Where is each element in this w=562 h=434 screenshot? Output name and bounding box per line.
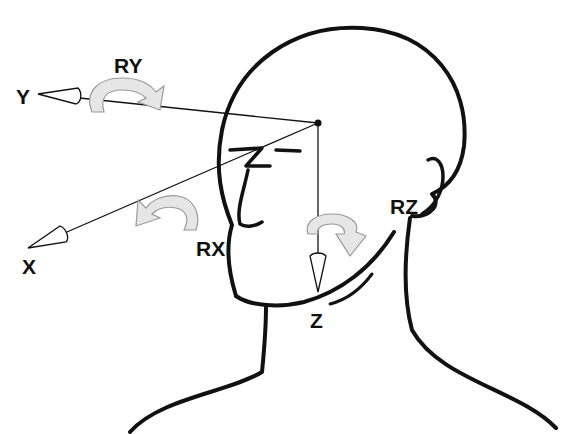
rz-rotation-arrow (307, 214, 366, 256)
origin-dot (315, 120, 322, 127)
axis-label: X (22, 256, 36, 277)
eye-left (230, 148, 270, 166)
z-arrowhead (310, 253, 326, 292)
jaw-line (236, 232, 394, 305)
y-axis (70, 97, 318, 123)
axis-label: RZ (390, 196, 418, 217)
z-axis (317, 123, 318, 262)
axis-label: RX (196, 238, 225, 259)
rx-rotation-arrow (136, 196, 198, 230)
neck-right (406, 218, 556, 428)
chin-mark (330, 274, 372, 304)
axis-label: Y (16, 86, 30, 107)
axis-label: RY (114, 55, 142, 76)
x-axis (60, 123, 318, 235)
y-arrowhead (38, 88, 81, 104)
x-arrowhead (28, 226, 68, 248)
head-outline (219, 28, 465, 296)
neck-left (130, 306, 266, 432)
nose (239, 170, 262, 226)
ear (422, 159, 443, 214)
ry-rotation-arrow (90, 78, 164, 112)
eye-right (276, 150, 300, 151)
axis-label: Z (310, 310, 323, 331)
